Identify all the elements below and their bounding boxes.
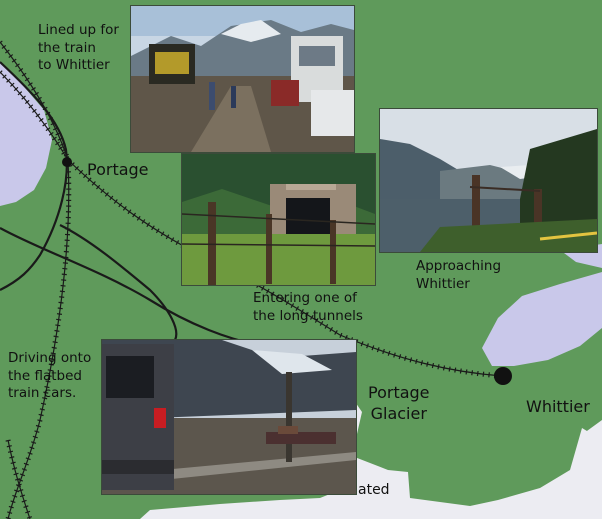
- caption-entering-tunnel: Entering one of the long tunnels: [253, 290, 363, 324]
- railway-north-1: [0, 41, 69, 161]
- place-portage: Portage: [87, 160, 149, 179]
- inlet-water-west: [0, 62, 52, 206]
- photo-approaching-whittier: [379, 108, 598, 253]
- photo-driving-onto-flatbed: [101, 339, 357, 495]
- railway-north-2-ties: [0, 70, 71, 162]
- road-main: [0, 227, 261, 347]
- railway-whittier-ties: [66, 158, 503, 379]
- road-north: [0, 61, 68, 291]
- glacier-ice: [140, 380, 602, 519]
- railway-spur-ties: [5, 439, 33, 519]
- caption-driving-onto-flatbed: Driving onto the flatbed train cars.: [8, 350, 92, 402]
- railway-south-ties: [5, 159, 72, 519]
- whittier-marker: [494, 367, 512, 385]
- photo-entering-tunnel: [181, 153, 376, 286]
- caption-lined-up: Lined up for the train to Whittier: [38, 22, 119, 74]
- place-whittier: Whittier: [526, 397, 590, 416]
- glacier-ice-right: [580, 420, 602, 500]
- passage-canal-water: [482, 272, 602, 366]
- photo-lined-up-for-train: [130, 5, 355, 153]
- road-east: [59, 224, 178, 341]
- portage-marker: [62, 157, 72, 167]
- place-portage-glacier: Portage Glacier: [368, 383, 430, 423]
- caption-approaching: Approaching Whittier: [416, 258, 502, 292]
- place-cut-off-label: ated: [358, 482, 390, 498]
